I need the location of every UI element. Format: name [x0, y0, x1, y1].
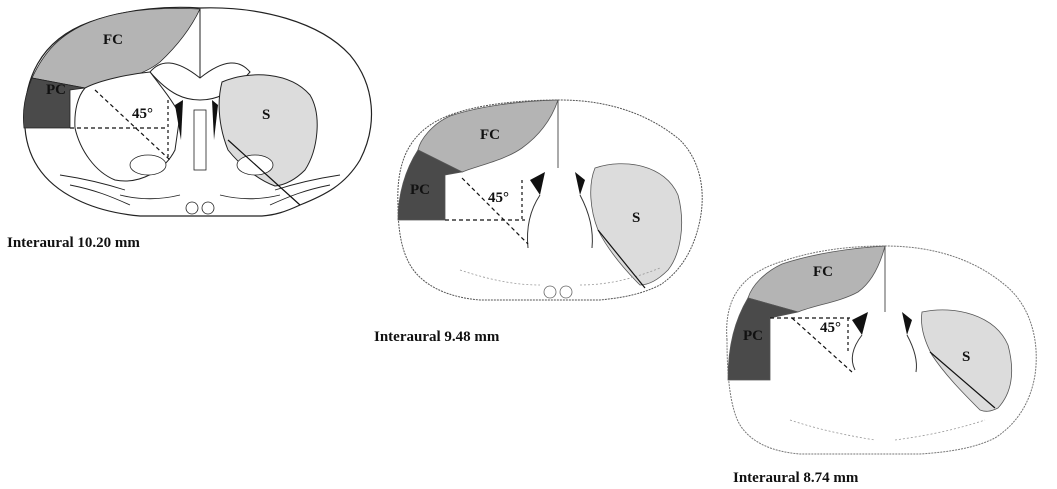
central-structure	[194, 110, 206, 170]
section-interaural-9-48: FC PC 45° S Interaural 9.48 mm	[374, 100, 702, 345]
s-label: S	[962, 349, 970, 365]
angle-label: 45°	[488, 190, 509, 206]
fc-label: FC	[480, 127, 500, 143]
section-interaural-10-20: FC PC 45° S Interaural 10.20 mm	[7, 7, 371, 251]
section-caption: Interaural 9.48 mm	[374, 329, 500, 345]
optic-structure-left	[186, 202, 198, 214]
section-caption: Interaural 8.74 mm	[733, 470, 859, 486]
angle-label: 45°	[820, 320, 841, 336]
fc-label: FC	[103, 32, 123, 48]
optic-structure-right	[202, 202, 214, 214]
pc-label: PC	[410, 182, 430, 198]
section-caption: Interaural 10.20 mm	[7, 235, 140, 251]
s-label: S	[632, 210, 640, 226]
optic-structure-left	[544, 286, 556, 298]
angle-label: 45°	[132, 106, 153, 122]
left-inner-nucleus	[130, 155, 166, 175]
pc-label: PC	[46, 82, 66, 98]
section-interaural-8-74: FC PC 45° S Interaural 8.74 mm	[727, 246, 1037, 486]
pc-label: PC	[743, 328, 763, 344]
s-label: S	[262, 107, 270, 123]
fc-label: FC	[813, 264, 833, 280]
optic-structure-right	[560, 286, 572, 298]
